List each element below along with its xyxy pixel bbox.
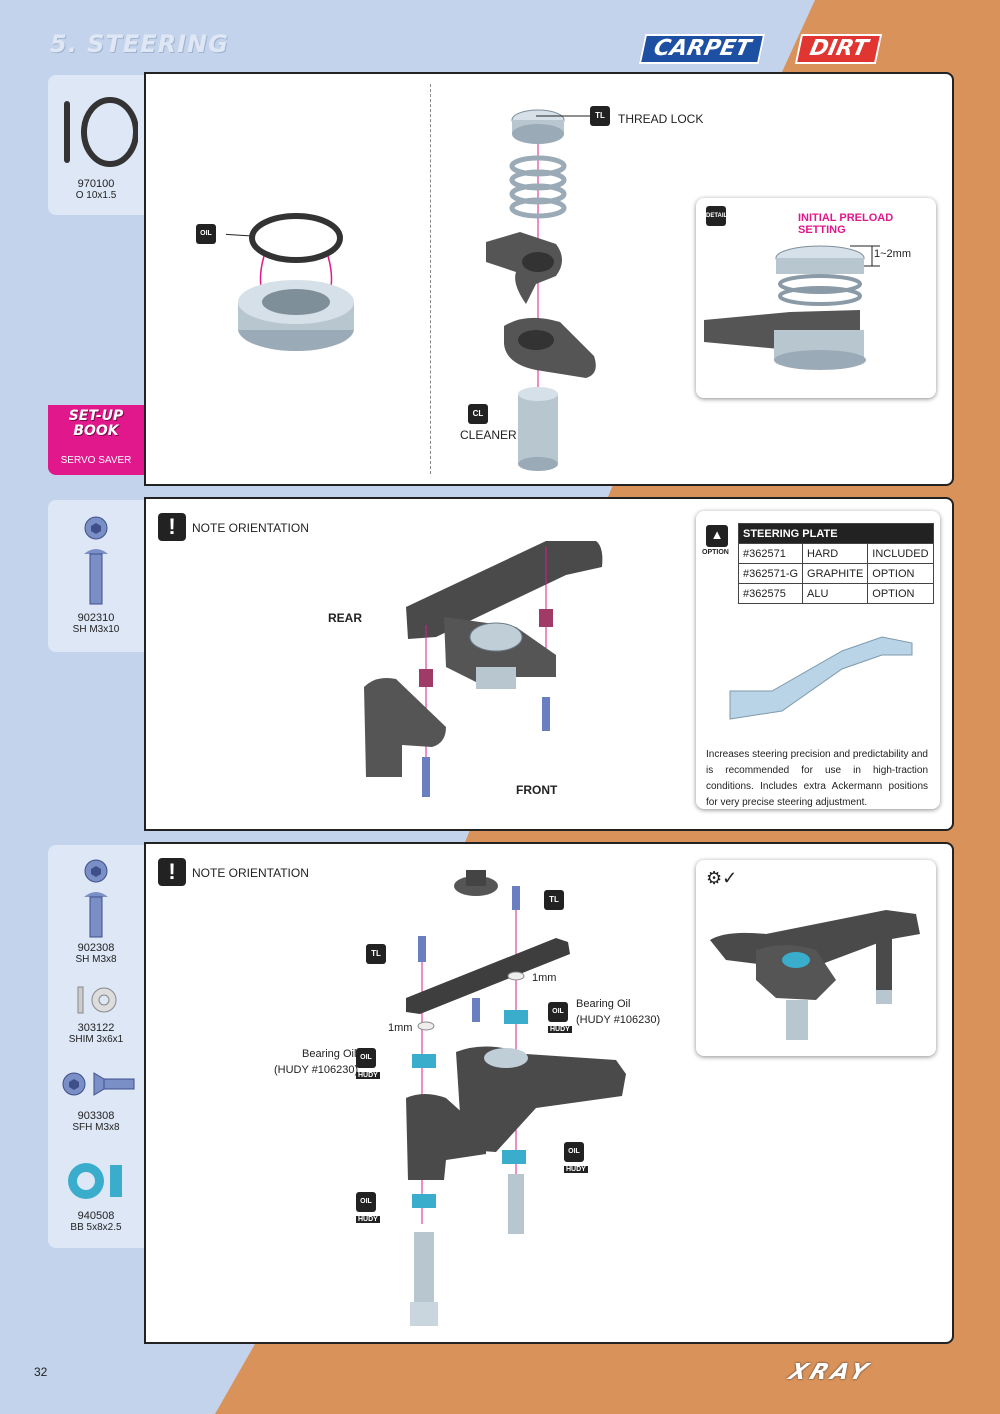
page-number: 32 <box>34 1365 48 1379</box>
servo-saver-exploded <box>486 109 596 471</box>
gears-check-icon: ⚙✓ <box>706 868 738 888</box>
setup-book-subtitle: SERVO SAVER <box>60 455 132 466</box>
thread-lock-icon: TL <box>590 106 610 126</box>
warning-icon: ! <box>158 858 186 886</box>
preload-measure: 1~2mm <box>874 248 911 260</box>
thread-lock-icon: TL <box>366 944 386 964</box>
sfh-screw-icon <box>62 1072 135 1096</box>
detail-icon: DETAIL <box>706 206 727 226</box>
alu-plate-illustration <box>729 636 913 720</box>
oil-icon: OIL <box>196 224 216 244</box>
section-title: 5. STEERING <box>50 30 229 58</box>
note-orientation: NOTE ORIENTATION <box>192 866 309 880</box>
leader-line <box>536 115 592 117</box>
step1-panel: OIL TL THREAD LOCK CL CLEANER DETAIL IN <box>144 72 954 486</box>
option-description: Increases steering precision and predict… <box>706 749 928 808</box>
option-table-title: STEERING PLATE <box>738 523 934 544</box>
bearing-oil-right: Bearing Oil <box>576 998 631 1010</box>
xray-logo: XRAY <box>785 1360 875 1385</box>
thread-lock-label: THREAD LOCK <box>618 112 704 126</box>
assembled-view-inset: ⚙✓ <box>696 860 936 1056</box>
note-orientation: NOTE ORIENTATION <box>192 521 309 535</box>
detail-inset: DETAIL INITIAL PRELOAD SETTING 1~2mm <box>696 198 936 398</box>
steering-assembly-exploded <box>406 870 626 1326</box>
oring-part-icon <box>64 97 138 167</box>
oil-icon: OIL <box>548 1002 568 1022</box>
thumbs-up-icon: ▲ <box>706 525 728 547</box>
assembled-steering-illustration <box>710 910 920 1040</box>
step2-panel: ! NOTE ORIENTATION REAR FRONT ▲ OPTION S… <box>144 497 954 831</box>
setup-book-tab[interactable]: SET-UP BOOK SERVO SAVER <box>48 405 144 475</box>
warning-icon: ! <box>158 513 186 541</box>
oring-nut-illustration <box>226 213 354 351</box>
hudy-ref-right: (HUDY #106230) <box>576 1014 661 1026</box>
shim-1mm-label-left: 1mm <box>388 1022 413 1034</box>
cleaner-label: CLEANER <box>460 428 517 442</box>
hudy-tag: HUDY <box>548 1026 572 1033</box>
dirt-badge: DIRT <box>794 34 883 64</box>
oil-icon: OIL <box>564 1142 584 1162</box>
carpet-badge: CARPET <box>638 34 766 64</box>
sh-screw-m3x8-icon <box>84 859 108 938</box>
shim-icon <box>77 986 117 1014</box>
bearing-oil-left: Bearing Oil <box>302 1048 357 1060</box>
hudy-tag: HUDY <box>356 1072 380 1079</box>
setup-book-title-1: SET-UP <box>68 408 124 424</box>
thread-lock-icon: TL <box>544 890 564 910</box>
steering-plate-assembly <box>364 541 603 797</box>
step3-panel: ! NOTE ORIENTATION TL TL 1mm 1mm OIL HUD… <box>144 842 954 1344</box>
divider <box>430 84 431 474</box>
shim-1mm-label-right: 1mm <box>532 972 557 984</box>
hudy-tag: HUDY <box>356 1216 380 1223</box>
hudy-tag: HUDY <box>564 1166 588 1173</box>
front-label: FRONT <box>516 783 558 797</box>
sh-screw-icon <box>84 516 108 605</box>
cleaner-icon: CL <box>468 404 488 424</box>
option-icon-label: OPTION <box>702 549 729 556</box>
hudy-ref-left: (HUDY #106230) <box>274 1064 359 1076</box>
setup-book-title-2: BOOK <box>73 423 119 439</box>
oil-icon: OIL <box>356 1192 376 1212</box>
preload-title: INITIAL PRELOAD SETTING <box>798 212 894 236</box>
ball-bearing-icon <box>68 1163 122 1199</box>
rear-label: REAR <box>328 611 363 625</box>
oil-icon: OIL <box>356 1048 376 1068</box>
preload-detail-illustration <box>704 245 880 370</box>
